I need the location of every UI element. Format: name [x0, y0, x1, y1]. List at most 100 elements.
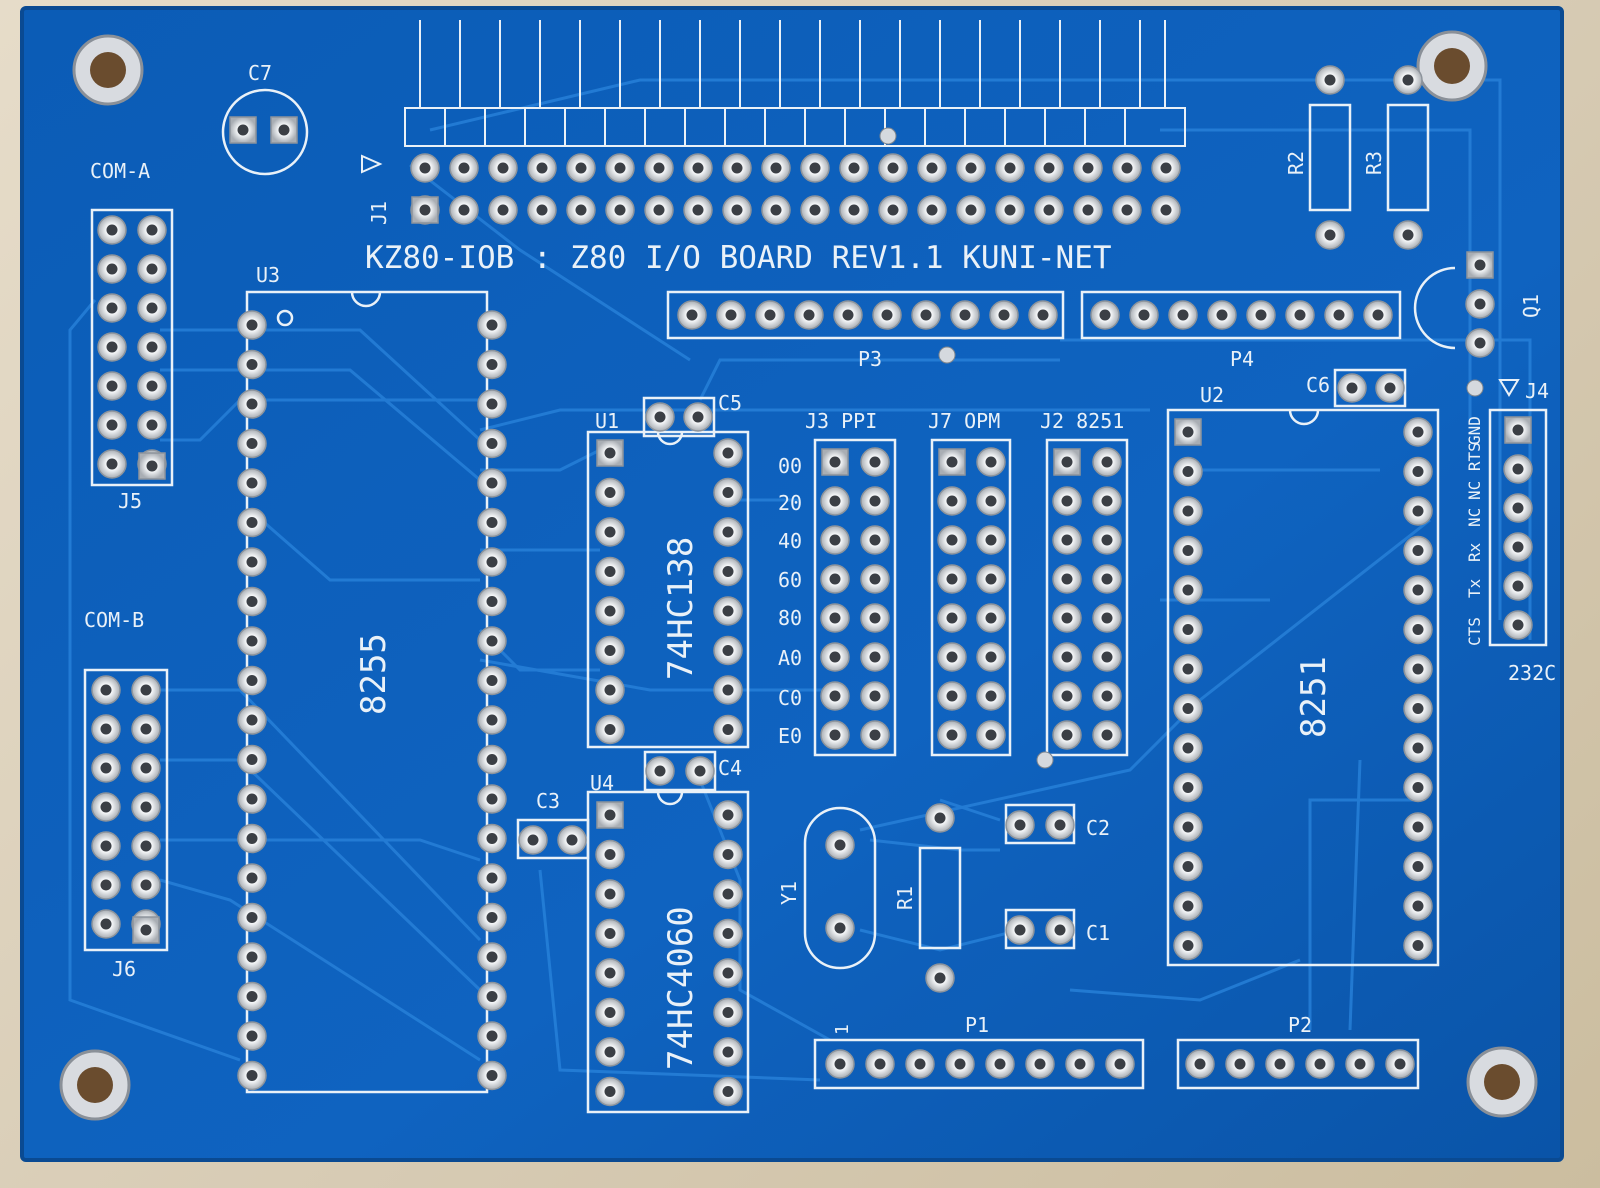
drill-hole	[1160, 162, 1172, 174]
drill-hole	[486, 714, 498, 726]
c6-label: C6	[1306, 373, 1330, 397]
drill-hole	[1412, 703, 1424, 714]
via	[1036, 751, 1054, 769]
address-60: 60	[778, 568, 802, 592]
drill-hole	[1182, 742, 1194, 754]
drill-hole	[146, 380, 158, 392]
drill-hole	[946, 651, 958, 663]
r3-label: R3	[1362, 151, 1386, 175]
p4-label: P4	[1230, 347, 1254, 371]
drill-hole	[1121, 162, 1133, 174]
drill-hole	[1101, 573, 1113, 585]
drill-hole	[604, 724, 616, 735]
drill-hole	[1412, 900, 1424, 912]
drill-hole	[1346, 382, 1358, 394]
drill-hole	[106, 341, 118, 353]
c7-label: C7	[248, 61, 272, 85]
drill-hole	[1177, 309, 1189, 321]
drill-hole	[246, 319, 258, 331]
drill-hole	[965, 204, 977, 216]
drill-hole	[140, 723, 152, 735]
drill-hole	[985, 690, 997, 702]
u1-label: U1	[595, 409, 619, 433]
drill-hole	[1101, 495, 1113, 507]
drill-hole	[869, 612, 881, 624]
drill-hole	[246, 359, 258, 370]
drill-hole	[829, 729, 841, 741]
drill-hole	[946, 495, 958, 507]
drill-hole	[1402, 74, 1414, 86]
drill-hole	[278, 124, 290, 136]
drill-hole	[722, 605, 734, 617]
drill-hole	[1043, 162, 1055, 174]
drill-hole	[869, 534, 881, 546]
drill-hole	[527, 834, 539, 846]
drill-hole	[1324, 229, 1336, 241]
j4-pin-cts: CTS	[1465, 617, 1484, 646]
drill-hole	[722, 849, 734, 860]
drill-hole	[1182, 861, 1194, 872]
drill-hole	[1512, 502, 1524, 514]
u2-label: U2	[1200, 383, 1224, 407]
j6-label: J6	[112, 957, 136, 981]
via	[879, 127, 897, 145]
drill-hole	[803, 309, 815, 321]
com-a-label: COM-A	[90, 159, 150, 183]
drill-hole	[1354, 1058, 1366, 1070]
drill-hole	[829, 456, 841, 468]
drill-hole	[146, 302, 158, 314]
drill-hole	[486, 675, 498, 686]
drill-hole	[246, 872, 258, 884]
drill-hole	[1394, 1058, 1406, 1070]
drill-hole	[920, 309, 932, 321]
drill-hole	[140, 840, 152, 852]
drill-hole	[731, 162, 743, 174]
drill-hole	[654, 411, 666, 423]
drill-hole	[497, 204, 509, 216]
drill-hole	[946, 456, 958, 468]
drill-hole	[100, 801, 112, 813]
drill-hole	[486, 477, 498, 489]
drill-hole	[1101, 729, 1113, 741]
drill-hole	[869, 456, 881, 468]
drill-hole	[834, 839, 846, 851]
j4-label: J4	[1525, 379, 1549, 403]
drill-hole	[486, 833, 498, 844]
drill-hole	[604, 684, 616, 696]
drill-hole	[106, 419, 118, 431]
drill-hole	[725, 309, 737, 321]
drill-hole	[869, 573, 881, 585]
drill-hole	[246, 635, 258, 647]
solder-pads	[91, 65, 1533, 1107]
drill-hole	[604, 888, 616, 900]
drill-hole	[722, 447, 734, 459]
drill-hole	[829, 495, 841, 507]
c1-label: C1	[1086, 921, 1110, 945]
com-b-label: COM-B	[84, 608, 144, 632]
drill-hole	[998, 309, 1010, 321]
drill-hole	[946, 573, 958, 585]
drill-hole	[653, 162, 665, 174]
drill-hole	[486, 1070, 498, 1081]
address-a0: A0	[778, 646, 802, 670]
drill-hole	[246, 912, 258, 923]
drill-hole	[246, 991, 258, 1002]
drill-hole	[100, 762, 112, 774]
drill-hole	[965, 162, 977, 174]
drill-hole	[1014, 924, 1026, 936]
drill-hole	[246, 754, 258, 765]
drill-hole	[140, 801, 152, 813]
drill-hole	[722, 487, 734, 498]
drill-hole	[1121, 204, 1133, 216]
drill-hole	[146, 460, 158, 472]
j3-ppi-label: J3 PPI	[805, 409, 877, 433]
drill-hole	[1182, 663, 1194, 675]
drill-hole	[246, 438, 258, 449]
drill-hole	[731, 204, 743, 216]
drill-hole	[1512, 619, 1524, 631]
drill-hole	[1412, 545, 1424, 556]
drill-hole	[1474, 259, 1486, 271]
drill-hole	[946, 534, 958, 546]
drill-hole	[140, 762, 152, 774]
drill-hole	[1182, 900, 1194, 912]
